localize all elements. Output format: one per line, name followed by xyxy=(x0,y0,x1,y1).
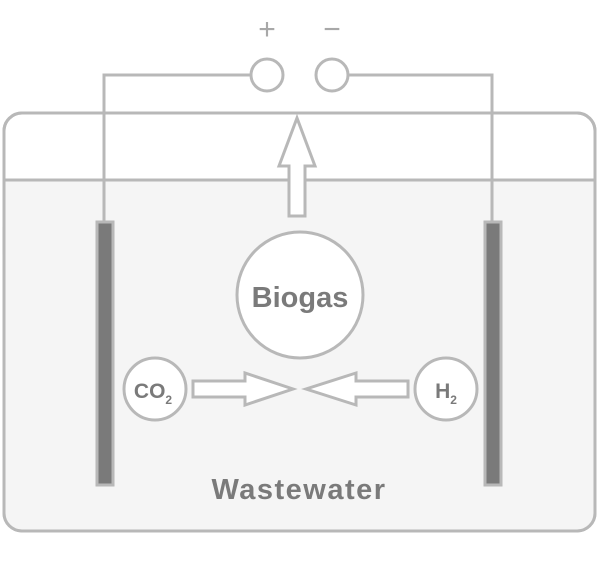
electrodes xyxy=(95,220,503,487)
wire-right xyxy=(348,73,494,222)
wire-left xyxy=(102,73,251,222)
h2-label: H2 xyxy=(435,380,457,407)
positive-sign: + xyxy=(258,13,276,46)
power-terminals: + − xyxy=(249,13,350,93)
external-circuit xyxy=(102,73,494,222)
h2-molecule: H2 xyxy=(413,356,479,422)
negative-sign: − xyxy=(323,13,341,46)
co2-label: CO2 xyxy=(134,380,173,407)
biogas-label: Biogas xyxy=(252,282,349,314)
co2-molecule: CO2 xyxy=(122,356,188,422)
cathode-electrode xyxy=(483,220,503,487)
co2-circle xyxy=(122,356,188,422)
biogas-bubble: Biogas xyxy=(235,230,365,360)
h2-circle xyxy=(413,356,479,422)
left-arrow xyxy=(301,370,410,408)
positive-terminal xyxy=(249,57,285,93)
tank-outline xyxy=(2,111,597,533)
negative-terminal xyxy=(314,57,350,93)
wastewater-label: Wastewater xyxy=(211,474,386,506)
up-arrow xyxy=(276,113,318,218)
right-arrow xyxy=(191,370,298,408)
biogas-circle xyxy=(235,230,365,360)
anode-electrode xyxy=(95,220,115,487)
